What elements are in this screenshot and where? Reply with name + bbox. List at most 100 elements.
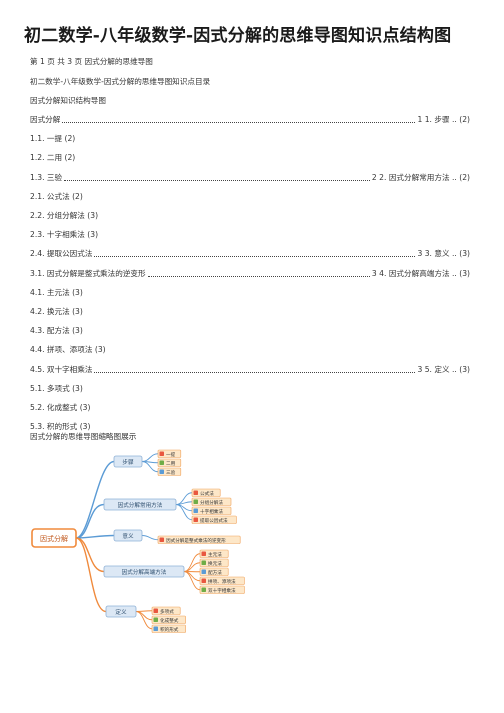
mindmap-branch-label: 定义: [115, 608, 127, 616]
mindmap-leaf-connector: [141, 461, 159, 473]
mindmap-root-node: [31, 528, 77, 548]
toc-entry[interactable]: 5.2. 化成整式 (3): [30, 403, 91, 412]
mindmap-leaf-node: [191, 488, 221, 497]
mindmap-branch-label: 意义: [122, 532, 134, 540]
mindmap-branch-node: [113, 455, 143, 468]
toc-entry-label: 3.1. 因式分解是整式乘法的逆变形: [30, 268, 146, 278]
toc-entry-continuation: 2 2. 因式分解常用方法 .. (2): [371, 172, 470, 182]
mindmap-connector: [75, 537, 105, 573]
toc-entry[interactable]: 2.3. 十字相乘法 (3): [30, 230, 99, 240]
toc-entry-continuation: 3 4. 因式分解高端方法 .. (3): [371, 268, 470, 278]
mindmap-leaf-marker: [159, 460, 164, 465]
mindmap-leaf-label: 因式分解是整式乘法的逆变形: [166, 537, 226, 544]
mindmap-connector: [75, 460, 115, 539]
mindmap-leaf-marker: [201, 578, 206, 583]
toc-entry-continuation: 3 5. 定义 .. (3): [417, 364, 470, 374]
toc-entry-label: 4.5. 双十字相乘法: [30, 364, 93, 374]
mindmap-leaf-marker: [153, 617, 158, 622]
toc-entry-label: 因式分解: [30, 115, 61, 124]
toc-entry[interactable]: 3.1. 因式分解是整式乘法的逆变形 3 4. 因式分解高端方法 .. (3): [30, 269, 470, 279]
mindmap-leaf-connector: [183, 571, 201, 582]
mindmap-leaf-label: 分组分解法: [200, 499, 223, 506]
mindmap-leaf-connector: [183, 553, 201, 572]
toc-leader-dots: [62, 121, 416, 123]
toc-entry[interactable]: 4.4. 拼项、添项法 (3): [30, 345, 106, 355]
mindmap-leaf-node: [199, 549, 229, 558]
toc-entry[interactable]: 1.3. 三验 2 2. 因式分解常用方法 .. (2): [30, 173, 470, 183]
mindmap-leaf-label: 多项式: [160, 608, 174, 615]
mindmap-leaf-marker: [201, 569, 206, 574]
mindmap-leaf-connector: [135, 611, 153, 630]
mindmap-leaf-label: 三验: [166, 469, 176, 476]
mindmap-leaf-marker: [193, 508, 198, 513]
mindmap-branch-label: 因式分解常用方法: [118, 501, 163, 509]
toc-leader-dots: [64, 179, 370, 181]
toc-entry[interactable]: 5.1. 多项式 (3): [30, 383, 83, 393]
mindmap-leaf-label: 一提: [166, 451, 176, 458]
document-title: 初二数学-八年级数学-因式分解的思维导图知识点结构图: [24, 26, 452, 46]
mindmap-branch-node: [103, 498, 177, 511]
mindmap-leaf-marker: [159, 469, 164, 474]
mindmap-leaf-connector: [175, 504, 193, 521]
mindmap-leaf-marker: [201, 551, 206, 556]
mindmap-leaf-node: [199, 576, 245, 585]
mindmap-branch-label: 步骤: [122, 458, 134, 466]
mindmap-thumbnail: 一提二用三验 步骤公式法分组分解法十字相乘法提取公因式法 因式分解常用方法因式分解是…: [30, 448, 256, 634]
toc-entry[interactable]: 2.4. 提取公因式法 3 3. 意义 .. (3): [30, 249, 470, 259]
mindmap-leaf-connector: [141, 535, 159, 541]
mindmap-leaf-label: 配方法: [208, 569, 222, 576]
toc-heading: 因式分解知识结构导图: [30, 96, 106, 105]
mindmap-leaf-label: 十字相乘法: [200, 508, 223, 515]
mindmap-leaf-label: 公式法: [200, 490, 214, 497]
toc-entry[interactable]: 1.2. 二用 (2): [30, 153, 76, 163]
toc-entry[interactable]: 4.3. 配方法 (3): [30, 326, 83, 336]
mindmap-leaf-node: [199, 585, 245, 594]
toc-leader-dots: [147, 275, 370, 277]
toc-subtitle: 初二数学-八年级数学-因式分解的思维导图知识点目录: [30, 77, 211, 86]
toc-entry[interactable]: 4.5. 双十字相乘法 3 5. 定义 .. (3): [30, 365, 470, 375]
mindmap-leaf-node: [151, 615, 186, 624]
mindmap-leaf-marker: [201, 560, 206, 565]
toc-entry-continuation: 3 3. 意义 .. (3): [417, 249, 470, 259]
mindmap-leaf-marker: [159, 451, 164, 456]
mindmap-leaf-connector: [183, 571, 201, 591]
mindmap-leaf-marker: [193, 499, 198, 504]
toc-entry[interactable]: 1.1. 一提 (2): [30, 134, 76, 144]
toc-entry-label: 2.4. 提取公因式法: [30, 249, 93, 259]
mindmap-branch-node: [113, 529, 143, 542]
mindmap-leaf-marker: [159, 537, 164, 542]
mindmap-root-label: 因式分解: [40, 534, 68, 543]
mindmap-leaf-label: 换元法: [208, 560, 222, 567]
toc-entry[interactable]: 4.1. 主元法 (3): [30, 287, 83, 297]
mindmap-leaf-label: 二用: [166, 461, 176, 467]
mindmap-leaf-marker: [153, 608, 158, 613]
page-info: 第 1 页 共 3 页 因式分解的思维导图: [30, 57, 153, 66]
mindmap-leaf-node: [157, 535, 241, 544]
mindmap-leaf-marker: [193, 490, 198, 495]
toc-entry[interactable]: 5.3. 积的形式 (3): [30, 422, 91, 432]
mindmap-leaf-marker: [201, 587, 206, 592]
toc-entry[interactable]: 4.2. 换元法 (3): [30, 307, 83, 316]
mindmap-leaf-label: 积的形式: [160, 626, 179, 633]
mindmap-leaf-label: 化成整式: [160, 617, 179, 624]
mindmap-leaf-label: 主元法: [208, 551, 222, 558]
toc-entry-label: 1.3. 三验: [30, 172, 63, 182]
mindmap-leaf-label: 提取公因式法: [200, 517, 228, 524]
mindmap-caption: 因式分解的思维导图缩略图展示: [30, 432, 137, 441]
mindmap-branch-node: [103, 565, 185, 578]
toc-leader-dots: [94, 371, 416, 373]
mindmap-leaf-connector: [141, 453, 159, 462]
mindmap-connector: [75, 503, 105, 539]
toc-entry[interactable]: 2.1. 公式法 (2): [30, 191, 83, 201]
mindmap-leaf-node: [199, 558, 229, 567]
mindmap-leaf-node: [191, 497, 232, 506]
toc-entry[interactable]: 2.2. 分组分解法 (3): [30, 211, 99, 220]
mindmap-leaf-node: [151, 606, 181, 615]
mindmap-leaf-node: [199, 567, 229, 576]
mindmap-connector: [75, 534, 115, 539]
toc-leader-dots: [94, 255, 416, 258]
mindmap-leaf-node: [151, 624, 186, 633]
